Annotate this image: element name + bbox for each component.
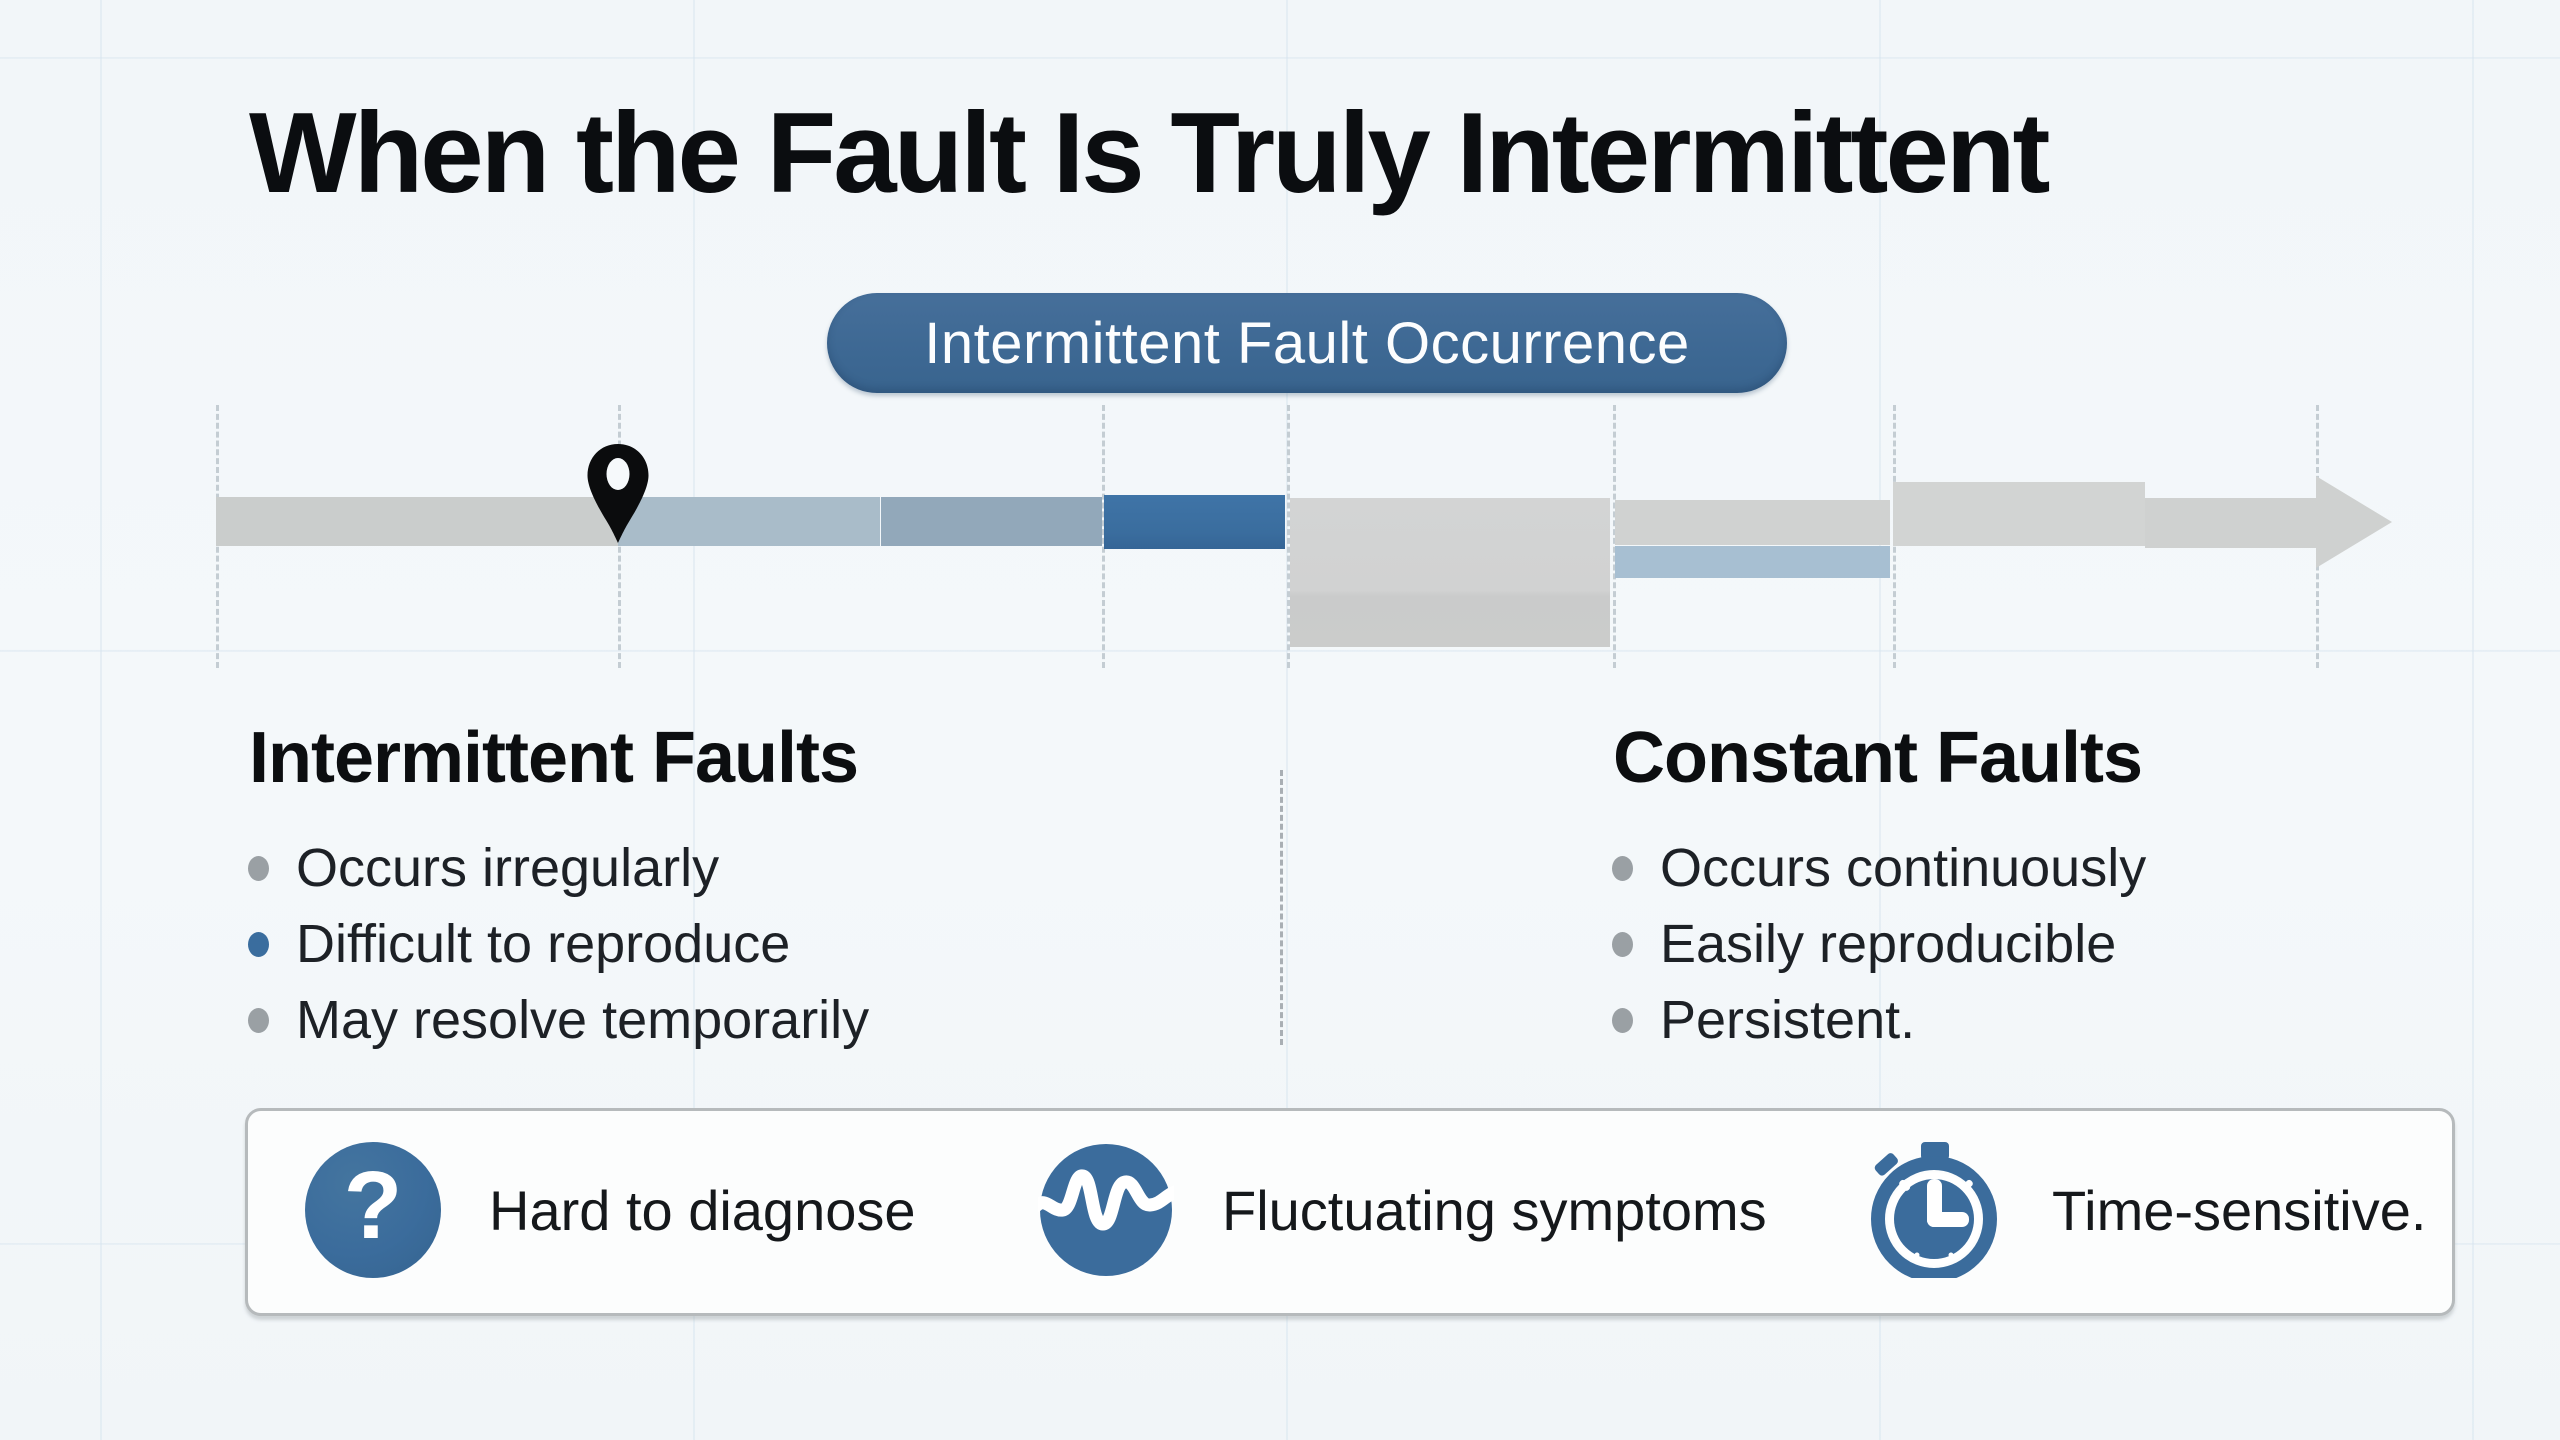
timeline-segment-lower-blue <box>1615 546 1890 578</box>
wave-icon <box>1029 1142 1185 1278</box>
footer-label: Time-sensitive. <box>2052 1178 2427 1242</box>
footer-label: Fluctuating symptoms <box>1222 1178 1767 1242</box>
bullet-label: May resolve temporarily <box>296 990 870 1050</box>
bullet-dot <box>1612 1007 1633 1033</box>
list-item: May resolve temporarily <box>248 982 869 1058</box>
map-pin-icon <box>586 443 650 552</box>
timeline-segment-medium-blue <box>881 497 1102 546</box>
stopwatch-icon <box>1868 1142 2004 1282</box>
timeline-badge: Intermittent Fault Occurrence <box>827 293 1787 393</box>
bullet-label: Difficult to reproduce <box>296 914 791 974</box>
timeline-badge-label: Intermittent Fault Occurrence <box>924 310 1690 376</box>
timeline-arrowhead <box>2316 476 2392 568</box>
bullet-label: Easily reproducible <box>1660 914 2117 974</box>
list-item: Occurs irregularly <box>248 830 869 906</box>
timeline-segment-dark-blue <box>1104 495 1285 549</box>
bullet-label: Occurs continuously <box>1660 838 2147 898</box>
footer-item-hard-to-diagnose: ? Hard to diagnose <box>305 1142 916 1278</box>
timeline-segment-gray-1 <box>216 497 618 546</box>
footer-item-fluctuating-symptoms: Fluctuating symptoms <box>1029 1142 1767 1278</box>
left-column-heading: Intermittent Faults <box>249 718 859 798</box>
timeline-segment-gray-raised <box>1893 482 2145 546</box>
list-item: Difficult to reproduce <box>248 906 869 982</box>
timeline-guide <box>1613 405 1616 668</box>
list-item: Easily reproducible <box>1612 906 2146 982</box>
timeline-guide <box>1102 405 1105 668</box>
bullet-dot <box>248 931 269 957</box>
timeline-segment-gray-2 <box>1615 500 1890 545</box>
timeline-segment-gray-dropped <box>1290 498 1610 647</box>
bullet-label: Persistent. <box>1660 990 1916 1050</box>
column-divider-dashed-line <box>1280 770 1283 1045</box>
question-mark-icon: ? <box>305 1142 441 1278</box>
timeline-segment-light-blue <box>618 497 880 546</box>
timeline-arrow-shaft <box>2145 498 2320 548</box>
footer-item-time-sensitive: Time-sensitive. <box>1868 1142 2427 1282</box>
bullet-dot <box>248 1007 269 1033</box>
list-item: Persistent. <box>1612 982 2146 1058</box>
bullet-dot <box>1612 931 1633 957</box>
timeline-guide <box>1287 405 1290 668</box>
bullet-dot <box>1612 855 1633 881</box>
right-bullet-list: Occurs continuously Easily reproducible … <box>1612 830 2146 1058</box>
bullet-dot <box>248 855 269 881</box>
right-column-heading: Constant Faults <box>1613 718 2143 798</box>
list-item: Occurs continuously <box>1612 830 2146 906</box>
page-title: When the Fault Is Truly Intermittent <box>249 90 2050 217</box>
key-points-bar: ? Hard to diagnose Fluctuating symptoms <box>245 1108 2455 1316</box>
left-bullet-list: Occurs irregularly Difficult to reproduc… <box>248 830 869 1058</box>
footer-label: Hard to diagnose <box>489 1178 916 1242</box>
bullet-label: Occurs irregularly <box>296 838 720 898</box>
